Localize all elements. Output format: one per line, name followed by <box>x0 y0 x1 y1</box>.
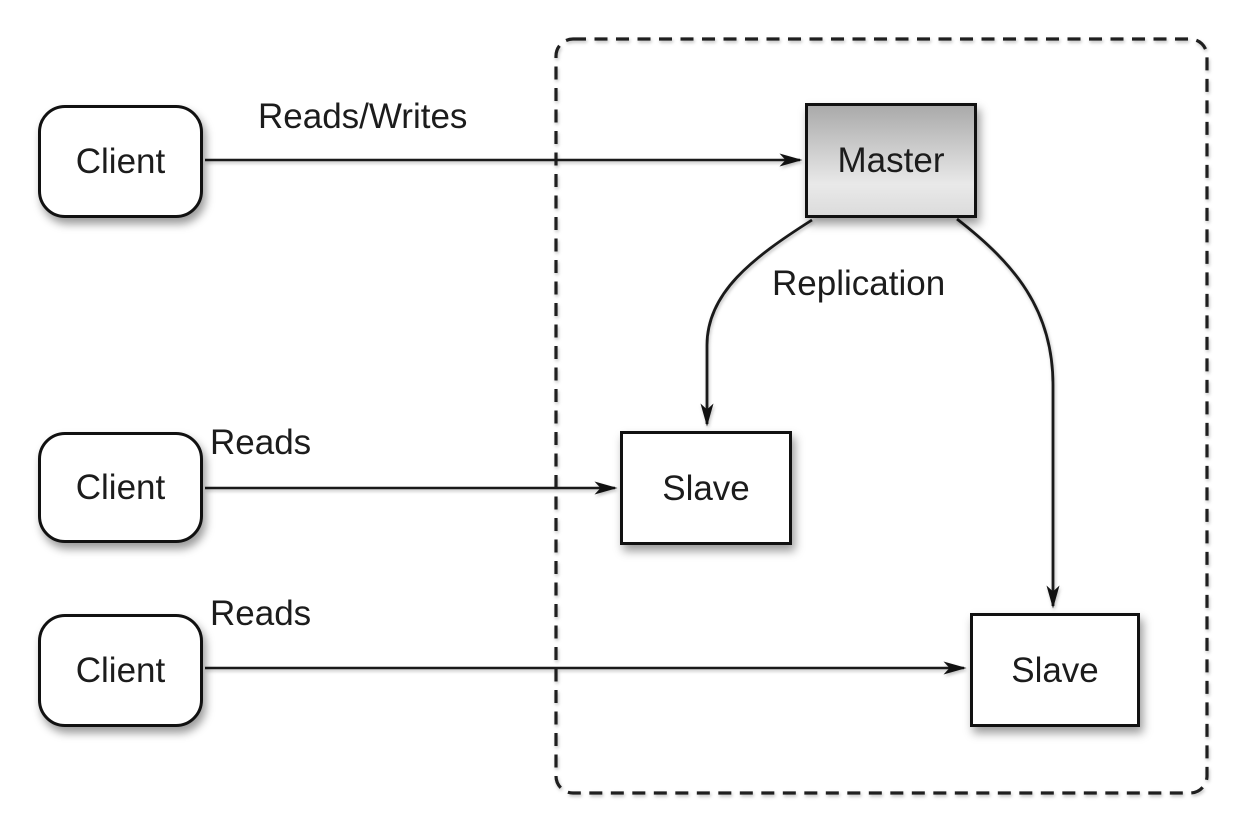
node-client-2-label: Client <box>75 468 166 507</box>
edge-label-replication: Replication <box>772 264 946 303</box>
edge-label-reads-writes: Reads/Writes <box>258 97 468 136</box>
node-master-label: Master <box>837 141 945 180</box>
node-slave-1: Slave <box>620 431 792 545</box>
node-client-1-label: Client <box>75 142 166 181</box>
edge-master-to-slave1-replication <box>700 218 813 427</box>
node-client-2: Client <box>38 432 203 543</box>
edge-master-to-slave2-replication <box>956 217 1060 609</box>
node-client-1: Client <box>38 105 203 218</box>
node-master: Master <box>805 103 977 218</box>
edge-label-reads-slave1: Reads <box>210 423 312 462</box>
node-client-3: Client <box>38 614 203 727</box>
edge-label-reads-slave2: Reads <box>210 594 312 633</box>
node-client-3-label: Client <box>75 651 166 690</box>
node-slave-2: Slave <box>970 613 1140 727</box>
node-slave-1-label: Slave <box>662 468 750 508</box>
server-group-dashed-border <box>554 37 1209 795</box>
node-slave-2-label: Slave <box>1011 650 1099 690</box>
